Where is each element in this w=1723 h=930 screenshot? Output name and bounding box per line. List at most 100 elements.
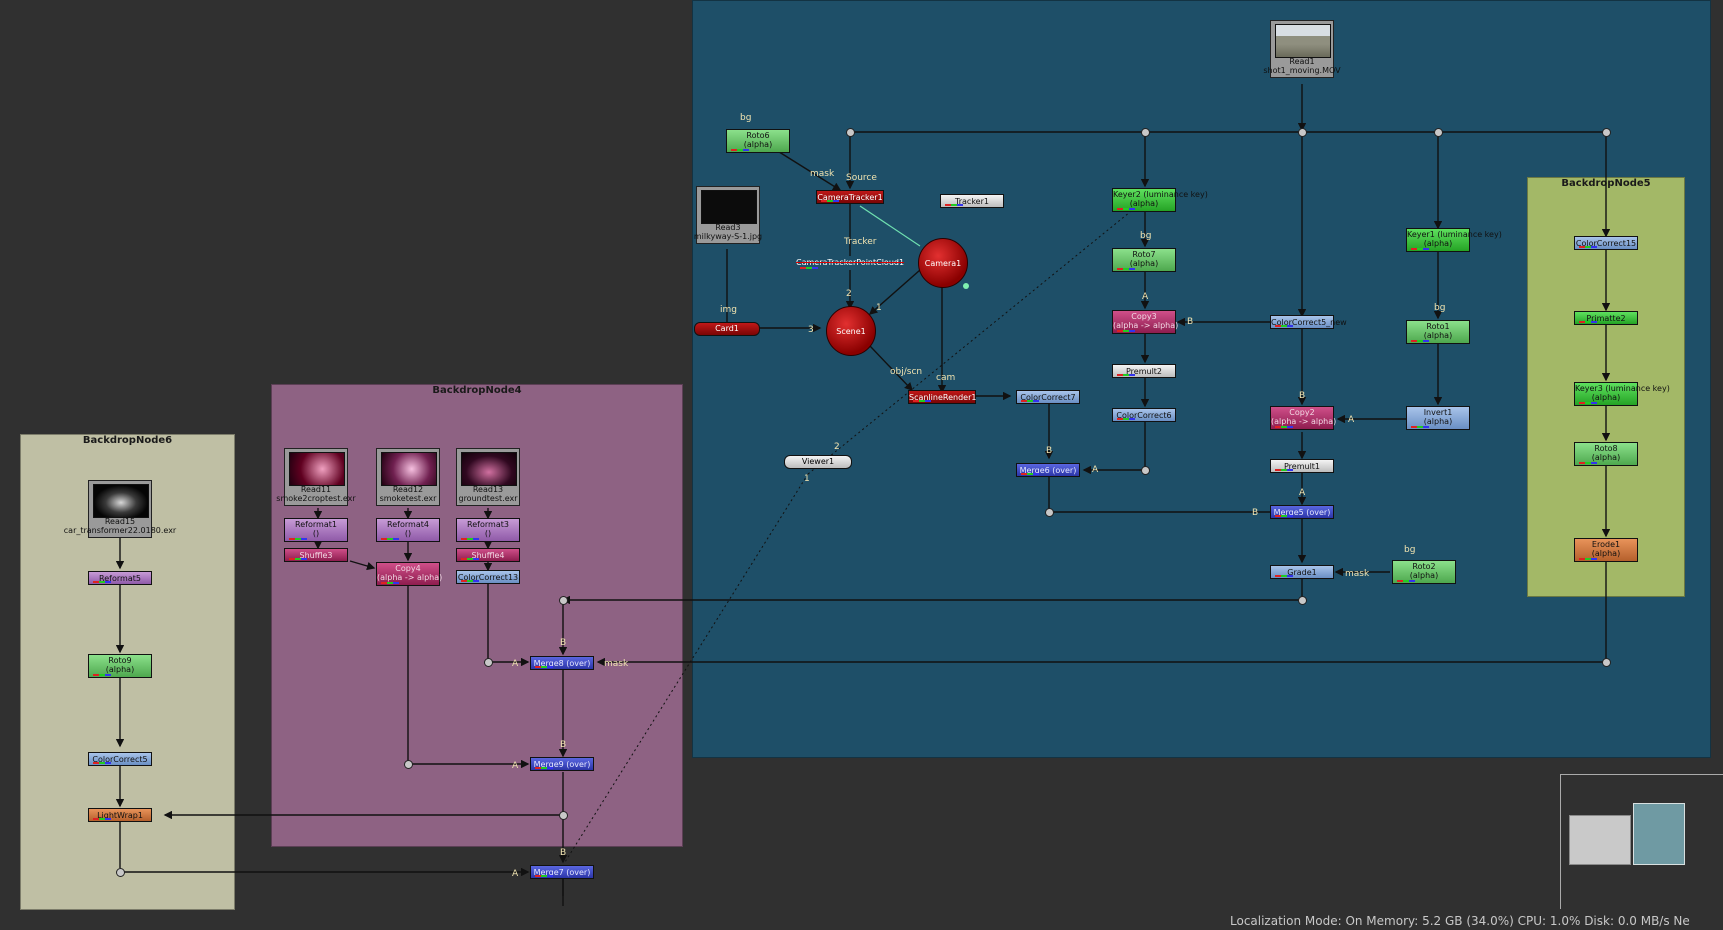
colorcorrect13-node[interactable]: ColorCorrect13 (456, 570, 520, 584)
edge-label-a: A (512, 659, 519, 669)
tracker1-node[interactable]: Tracker1 (940, 194, 1004, 208)
roto8-node[interactable]: Roto8(alpha) (1574, 442, 1638, 466)
read15-thumbnail (93, 484, 149, 518)
read1-name: Read1 (1289, 57, 1315, 66)
erode1-node[interactable]: Erode1(alpha) (1574, 538, 1638, 562)
edge-label-b: B (1252, 508, 1259, 518)
read12-name: Read12 (392, 485, 424, 494)
edge-label-a: A (1299, 488, 1306, 498)
junction-dot[interactable] (1434, 128, 1443, 137)
roto2-node[interactable]: Roto2(alpha) (1392, 560, 1456, 584)
junction-dot[interactable] (404, 760, 413, 769)
colorcorrect7-node[interactable]: ColorCorrect7 (1016, 390, 1080, 404)
roto1-node[interactable]: Roto1(alpha) (1406, 320, 1470, 344)
shuffle4-node[interactable]: Shuffle4 (456, 548, 520, 562)
junction-dot[interactable] (116, 868, 125, 877)
reformat1-node[interactable]: Reformat1() (284, 518, 348, 542)
colorcorrect5-new-node[interactable]: ColorCorrect5_new (1270, 315, 1347, 329)
junction-dot[interactable] (846, 128, 855, 137)
junction-dot[interactable] (1602, 658, 1611, 667)
merge6-node[interactable]: Merge6 (over) (1016, 463, 1080, 477)
node-graph-minimap[interactable] (1560, 774, 1723, 909)
keyer3-name: Keyer3 (luminance key) (1575, 384, 1670, 393)
junction-dot[interactable] (1298, 596, 1307, 605)
viewer1-node[interactable]: Viewer1 (784, 455, 852, 469)
reformat5-node[interactable]: Reformat5 (88, 571, 152, 585)
read15-name: Read15 (104, 517, 136, 526)
junction-dot[interactable] (1141, 128, 1150, 137)
reformat4-sub: () (404, 529, 412, 538)
cameratracker1-node[interactable]: CameraTracker1 (816, 190, 884, 204)
roto9-node[interactable]: Roto9(alpha) (88, 654, 152, 678)
minimap-overview (1569, 815, 1631, 865)
card1-node[interactable]: Card1 (694, 322, 760, 336)
merge7-node[interactable]: Merge7 (over) (530, 865, 594, 879)
camera1-node[interactable]: Camera1 (918, 238, 968, 288)
reformat3-name: Reformat3 (467, 520, 509, 529)
backdrop-title: BackdropNode6 (82, 435, 173, 446)
minimap-viewport[interactable] (1633, 803, 1685, 865)
edge-label-b: B (560, 638, 567, 648)
lightwrap1-node[interactable]: LightWrap1 (88, 808, 152, 822)
scene1-node[interactable]: Scene1 (826, 306, 876, 356)
edge-label-bg: bg (740, 113, 752, 123)
copy4-node[interactable]: Copy4(alpha -> alpha) (376, 562, 442, 586)
invert1-node[interactable]: Invert1(alpha) (1406, 406, 1470, 430)
premult2-node[interactable]: Premult2 (1112, 364, 1176, 378)
roto6-node[interactable]: Roto6(alpha) (726, 129, 790, 153)
roto7-sub: (alpha) (1129, 259, 1159, 268)
keyer1-name: Keyer1 (luminance key) (1407, 230, 1502, 239)
keyer1-node[interactable]: Keyer1 (luminance key)(alpha) (1406, 228, 1502, 252)
merge9-node[interactable]: Merge9 (over) (530, 757, 594, 771)
junction-dot[interactable] (559, 596, 568, 605)
copy3-name: Copy3 (1131, 312, 1157, 321)
reformat4-node[interactable]: Reformat4() (376, 518, 440, 542)
junction-dot[interactable] (1045, 508, 1054, 517)
colorcorrect5-node[interactable]: ColorCorrect5 (88, 752, 152, 766)
roto1-sub: (alpha) (1423, 331, 1453, 340)
junction-dot[interactable] (1602, 128, 1611, 137)
read11-thumbnail (289, 452, 345, 486)
keyer2-node[interactable]: Keyer2 (luminance key)(alpha) (1112, 188, 1208, 212)
roto7-node[interactable]: Roto7(alpha) (1112, 248, 1176, 272)
edge-label-viewer-1: 1 (804, 474, 810, 484)
edge-label-tracker: Tracker (844, 237, 877, 247)
merge5-node[interactable]: Merge5 (over) (1270, 505, 1334, 519)
roto9-sub: (alpha) (105, 665, 135, 674)
edge-label-a: A (1142, 292, 1149, 302)
roto1-name: Roto1 (1426, 322, 1450, 331)
reformat3-node[interactable]: Reformat3() (456, 518, 520, 542)
keyer3-node[interactable]: Keyer3 (luminance key)(alpha) (1574, 382, 1670, 406)
shuffle3-node[interactable]: Shuffle3 (284, 548, 348, 562)
colorcorrect15-node[interactable]: ColorCorrect15 (1574, 236, 1638, 250)
grade1-node[interactable]: Grade1 (1270, 565, 1334, 579)
keyer3-sub: (alpha) (1591, 393, 1621, 402)
roto2-name: Roto2 (1412, 562, 1436, 571)
copy3-node[interactable]: Copy3(alpha -> alpha) (1112, 310, 1178, 334)
merge8-node[interactable]: Merge8 (over) (530, 656, 594, 670)
junction-dot[interactable] (484, 658, 493, 667)
edge-label-b: B (560, 740, 567, 750)
read3-name: Read3 (715, 223, 741, 232)
scanline-render1-node[interactable]: ScanlineRender1 (908, 390, 976, 404)
edge-label-mask: mask (810, 169, 835, 179)
colorcorrect6-node[interactable]: ColorCorrect6 (1112, 408, 1176, 422)
junction-dot[interactable] (559, 811, 568, 820)
reformat4-name: Reformat4 (387, 520, 429, 529)
edge-label-a: A (1348, 415, 1355, 425)
camera-tracker-point-cloud-node[interactable]: CameraTrackerPointCloud1 (796, 256, 904, 270)
copy2-node[interactable]: Copy2(alpha -> alpha) (1270, 406, 1336, 430)
premult1-node[interactable]: Premult1 (1270, 459, 1334, 473)
junction-dot[interactable] (1298, 128, 1307, 137)
edge-label-img: img (720, 305, 737, 315)
edge-label-mask: mask (604, 659, 629, 669)
primatte2-node[interactable]: Primatte2 (1574, 311, 1638, 325)
junction-dot[interactable] (1141, 466, 1150, 475)
